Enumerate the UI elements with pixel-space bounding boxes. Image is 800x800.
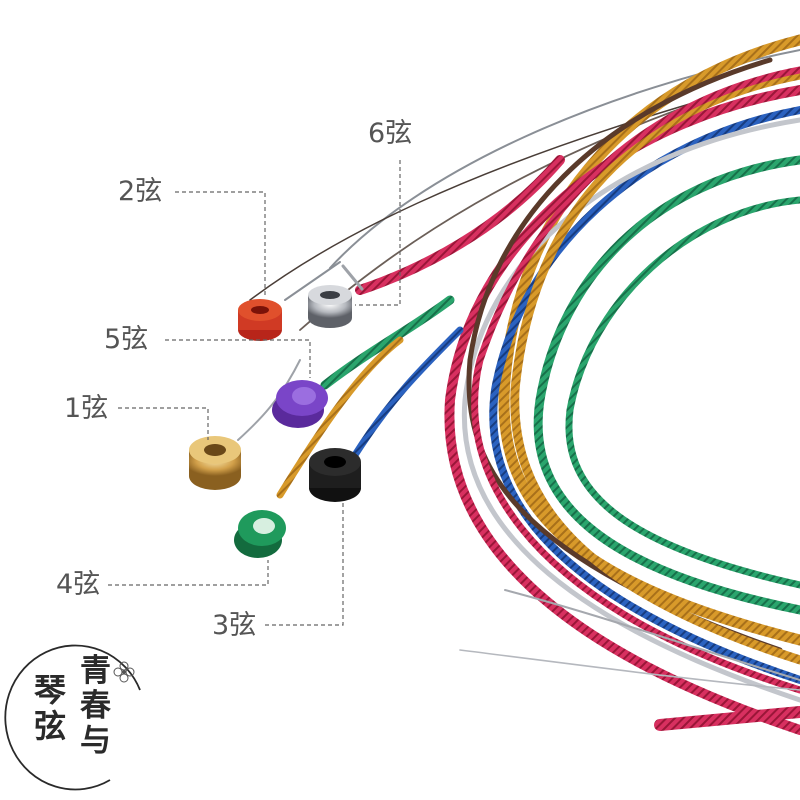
ball-end-green [234,510,286,558]
leader-1 [118,407,209,440]
coil-red-inner [471,66,800,694]
flower-icon [113,661,135,683]
string1-wire [237,359,301,441]
string-ends [237,155,565,499]
ball-end-chrome [308,285,352,328]
leader-5 [165,339,311,378]
plain-tail-2 [459,649,800,691]
label-4: 4弦 [56,569,101,600]
string5-wire [320,295,455,390]
label-6: 6弦 [368,118,413,149]
ball-end-red [238,299,282,341]
red-tail [654,706,800,731]
label-3: 3弦 [212,610,257,641]
ball-end-purple [272,380,328,428]
plain-string-long [249,94,721,301]
plain-tail-1 [504,589,800,681]
leader-3 [265,500,344,626]
leader-2 [175,191,266,297]
logo-badge: 琴弦 青春与 [8,648,148,793]
coil-green-outer [533,155,800,615]
string6-twist [341,264,364,291]
ball-end-brass [189,436,241,490]
label-2: 2弦 [118,176,163,207]
leader-6 [355,160,401,306]
label-5: 5弦 [104,324,149,355]
coil-green-inner [565,196,800,589]
coil-silver [461,117,800,703]
string3-wire [351,326,464,459]
leader-lines [108,160,401,626]
logo-text-right: 青春与 [80,653,111,759]
string2-wire [284,261,341,301]
string-coils [249,34,800,735]
coil-gold-inner [510,70,800,665]
string4-wire [276,336,404,499]
logo-emblem [4,644,141,791]
ball-end-black [309,448,361,502]
ball-ends [189,285,361,558]
leader-4 [108,560,269,586]
logo-text-left: 琴弦 [34,671,67,745]
label-1: 1弦 [64,393,109,424]
string6-wire [355,155,565,295]
coil-bronze [466,57,783,653]
